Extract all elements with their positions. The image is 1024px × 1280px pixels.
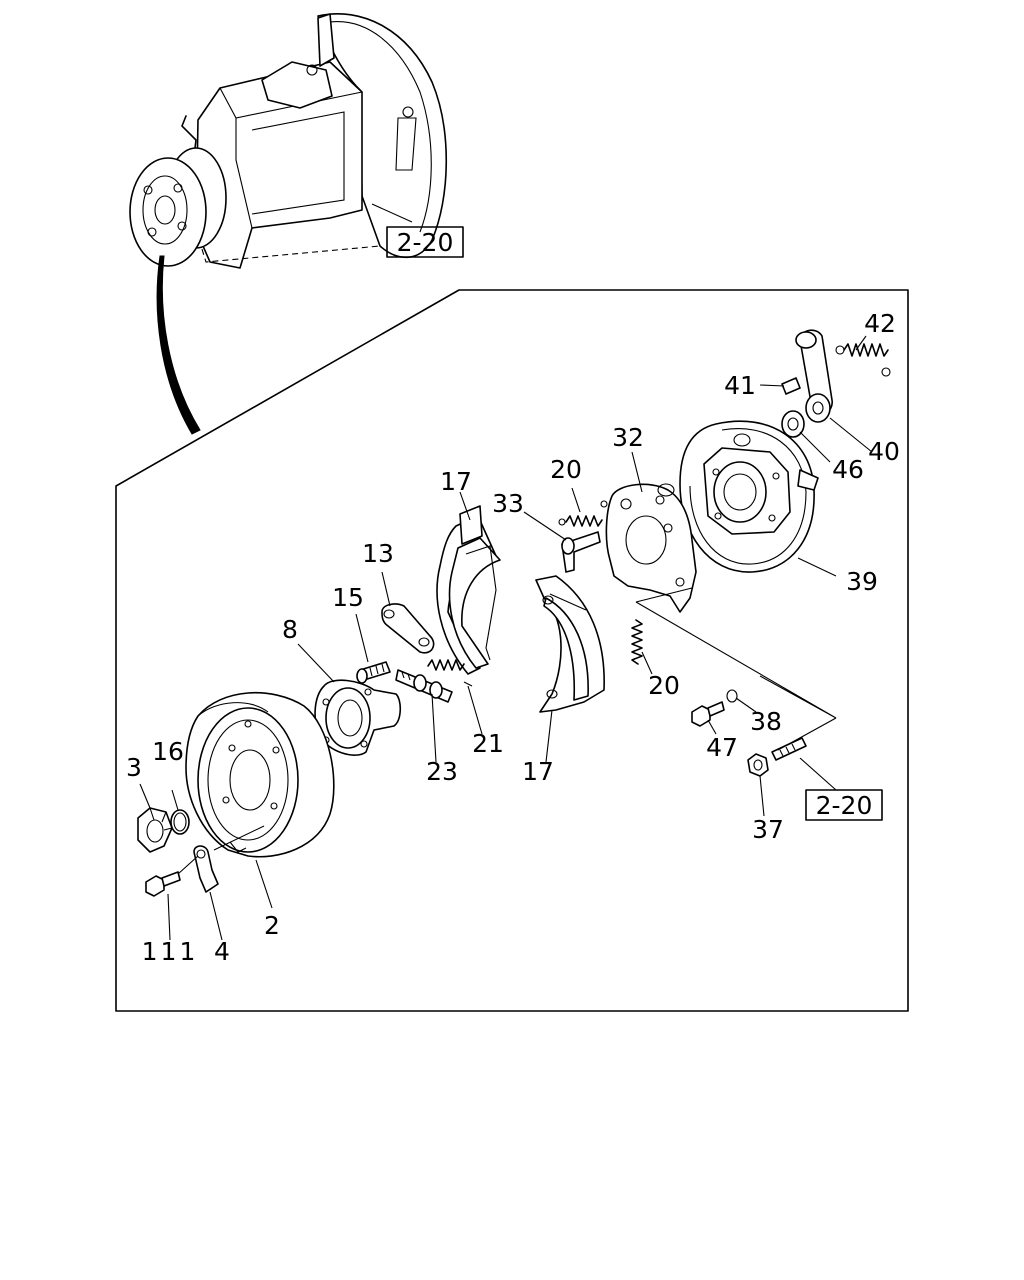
part-20-spring-upper (558, 500, 608, 527)
leader-lines (139, 335, 873, 941)
part-40-lever (795, 329, 833, 423)
part-17-brake-shoe-upper (436, 505, 501, 675)
callout-40: 40 (868, 437, 900, 466)
callout-20-upper: 20 (550, 455, 582, 484)
callout-4: 4 (214, 937, 230, 966)
callout-21: 21 (472, 729, 504, 758)
part-38-washer (726, 689, 738, 703)
callout-46: 46 (832, 455, 864, 484)
part-4-bracket (193, 845, 219, 893)
callout-15: 15 (332, 583, 364, 612)
callout-47: 47 (706, 733, 738, 762)
reference-label-top: 2-20 (397, 228, 454, 257)
part-32-anchor-plate (605, 483, 697, 613)
callout-8: 8 (282, 615, 298, 644)
callout-32: 32 (612, 423, 644, 452)
part-20-spring-lower (631, 619, 643, 665)
callout-labels: 42 41 40 46 32 39 20 33 17 13 15 8 20 38… (126, 309, 900, 966)
reference-box-lower: 2-20 (805, 789, 883, 821)
part-42-spring (835, 343, 891, 377)
part-33-pin (561, 531, 601, 573)
part-46-washer (781, 410, 805, 438)
callout-13: 13 (362, 539, 394, 568)
callout-42: 42 (864, 309, 896, 338)
callout-41: 41 (724, 371, 756, 400)
part-16-o-ring (170, 809, 190, 835)
callout-17-lower: 17 (522, 757, 554, 786)
callout-111: 111 (142, 937, 199, 966)
reference-box-top: 2-20 (386, 226, 464, 258)
callout-39: 39 (846, 567, 878, 596)
reference-label-lower: 2-20 (816, 791, 873, 820)
part-41-pin (781, 377, 801, 395)
part-17-brake-shoe-lower (535, 575, 605, 713)
part-111-bolt (145, 871, 181, 897)
callout-2: 2 (264, 911, 280, 940)
part-23-adjuster (395, 669, 453, 703)
part-13-link (381, 603, 435, 654)
detail-frame (115, 289, 909, 1012)
part-21-spring (427, 659, 473, 687)
part-2-brake-drum (185, 691, 335, 858)
transmission-assembly (129, 12, 448, 435)
callout-23: 23 (426, 757, 458, 786)
callout-17-upper: 17 (440, 467, 472, 496)
callout-37: 37 (752, 815, 784, 844)
part-15-stud (356, 661, 391, 684)
callout-38: 38 (750, 707, 782, 736)
part-39-backing-plate (679, 420, 819, 573)
callout-16: 16 (152, 737, 184, 766)
part-47-bolt (691, 701, 725, 727)
part-37-nut (747, 753, 769, 777)
part-stud-lower (771, 737, 807, 761)
callout-3: 3 (126, 753, 142, 782)
callout-33: 33 (492, 489, 524, 518)
callout-20-lower: 20 (648, 671, 680, 700)
part-3-nut (137, 807, 173, 853)
